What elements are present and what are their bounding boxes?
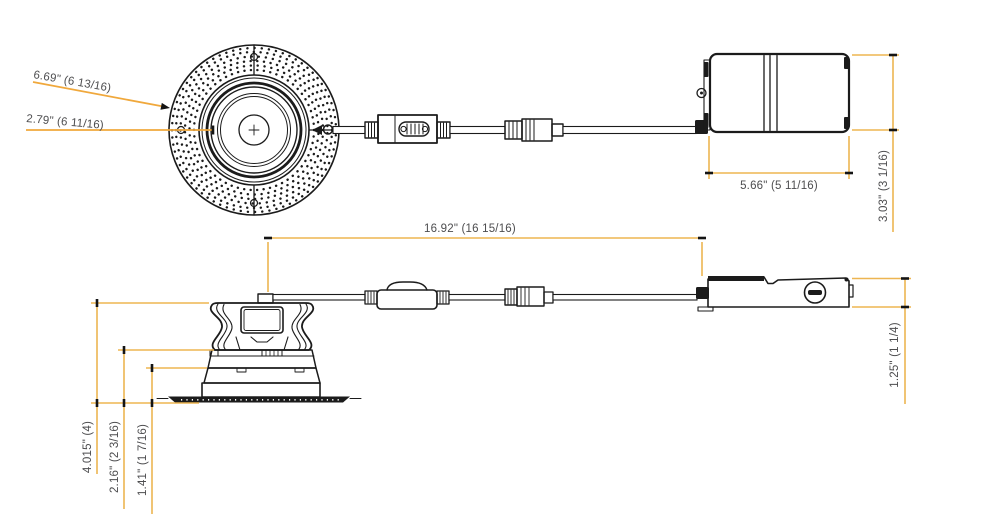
junction-box-top-view xyxy=(696,52,851,134)
mount-tab xyxy=(697,306,714,312)
dim-junction-box-depth: 3.03" (3 1/16) xyxy=(852,53,899,232)
leader-arrow-icon xyxy=(160,102,170,110)
lens-circle xyxy=(238,114,270,146)
knockout-slot xyxy=(808,290,822,295)
inline-switch-top-view xyxy=(377,114,438,144)
connector-ribbed-right xyxy=(436,121,451,139)
trim-body xyxy=(201,382,321,398)
box-seam-lines xyxy=(763,54,778,132)
dim-overall-cable-length: 16.92" (16 15/16) xyxy=(264,223,706,292)
dim-label-junction-box-width: 5.66" (5 11/16) xyxy=(740,180,818,192)
box-cable-gland-side xyxy=(696,287,709,299)
inline-switch-side-view xyxy=(376,281,438,310)
dim-label-overall-cable-length: 16.92" (16 15/16) xyxy=(424,223,516,235)
dim-label-trim-height: 1.41" (1 7/16) xyxy=(137,424,149,496)
screw-hole-top xyxy=(249,52,259,62)
dim-cutout-overall-diameter: 6.69" (6 13/16) xyxy=(32,69,170,110)
junction-box-side-view xyxy=(697,276,854,312)
dim-junction-box-width: 5.66" (5 11/16) xyxy=(705,136,853,192)
side-bracket xyxy=(848,284,854,298)
lower-collar xyxy=(203,367,321,384)
downlight-side-view xyxy=(156,293,362,403)
wire-exit-block xyxy=(257,293,274,304)
dim-label-junction-box-depth: 3.03" (3 1/16) xyxy=(878,150,890,222)
quick-connect-side-view xyxy=(504,286,554,307)
connector-ribbed-left-side xyxy=(364,290,378,305)
quick-connect-top-view xyxy=(504,118,564,142)
connector-ribbed-right-side xyxy=(436,290,450,305)
box-mount-eyelet xyxy=(696,87,707,99)
cable-assembly-side-view xyxy=(272,281,709,310)
cable-assembly-top-view xyxy=(312,114,708,144)
driver-window xyxy=(240,306,284,334)
knockout-circle xyxy=(803,281,827,304)
dim-label-junction-box-height: 1.25" (1 1/4) xyxy=(889,322,901,388)
dim-label-housing-height: 2.16" (2 3/16) xyxy=(109,421,121,493)
center-cross xyxy=(248,124,260,136)
cable-arrow-icon xyxy=(312,125,322,135)
dim-label-fixture-height: 4.015" (4) xyxy=(82,421,94,473)
flange xyxy=(156,396,362,403)
connector-ribbed-left xyxy=(364,121,379,139)
screw-hole-bottom xyxy=(249,198,259,208)
dim-junction-box-height: 1.25" (1 1/4) xyxy=(852,277,911,404)
dim-label-aperture-diameter: 2.79" (6 11/16) xyxy=(26,113,105,132)
dim-label-cutout-overall-diameter: 6.69" (6 13/16) xyxy=(32,69,112,94)
dim-fixture-heights: 4.015" (4) 2.16" (2 3/16) 1.41" (1 7/16) xyxy=(82,299,214,514)
